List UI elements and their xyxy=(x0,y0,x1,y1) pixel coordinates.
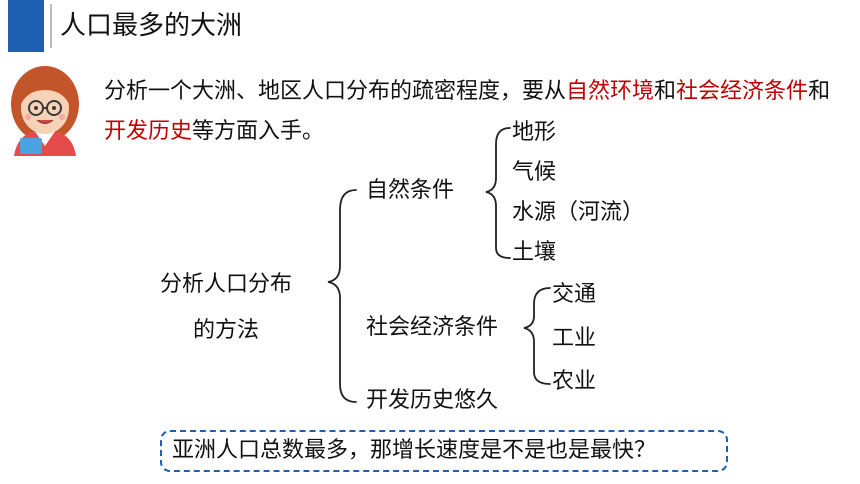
question-box xyxy=(160,430,728,472)
header-divider xyxy=(50,4,52,48)
main-brace xyxy=(327,189,357,403)
highlight-natural-environment: 自然环境 xyxy=(566,79,655,104)
header-accent-bar xyxy=(8,0,44,52)
node-social-economic: 社会经济条件 xyxy=(366,315,499,340)
highlight-development-history: 开发历史 xyxy=(104,119,193,144)
question-text: 亚洲人口总数最多，那增长速度是不是也是最快？ xyxy=(172,438,657,463)
root-line-1: 分析人口分布 xyxy=(160,272,293,297)
highlight-social-economic: 社会经济条件 xyxy=(676,79,809,104)
node-transport: 交通 xyxy=(552,282,597,307)
natural-brace xyxy=(485,127,511,259)
intro-text-1: 分析一个大洲、地区人口分布的疏密程度，要从 xyxy=(104,79,567,104)
intro-paragraph: 分析一个大洲、地区人口分布的疏密程度，要从自然环境和社会经济条件和开发历史等方面… xyxy=(104,72,852,152)
intro-text-2: 等方面入手。 xyxy=(192,119,325,144)
intro-and-1: 和 xyxy=(654,79,677,104)
page-title: 人口最多的大洲 xyxy=(60,11,243,41)
node-agriculture: 农业 xyxy=(552,369,597,394)
node-terrain: 地形 xyxy=(512,120,557,145)
root-node: 分析人口分布 的方法 xyxy=(160,262,292,354)
social-brace xyxy=(523,287,551,385)
teacher-avatar-icon xyxy=(11,66,79,156)
node-water-source: 水源（河流） xyxy=(512,200,645,225)
root-line-2: 的方法 xyxy=(193,318,260,343)
node-soil: 土壤 xyxy=(512,240,557,265)
intro-and-2: 和 xyxy=(808,79,831,104)
node-development-history: 开发历史悠久 xyxy=(366,388,499,413)
node-natural-conditions: 自然条件 xyxy=(366,178,455,203)
node-climate: 气候 xyxy=(512,160,557,185)
node-industry: 工业 xyxy=(552,326,597,351)
